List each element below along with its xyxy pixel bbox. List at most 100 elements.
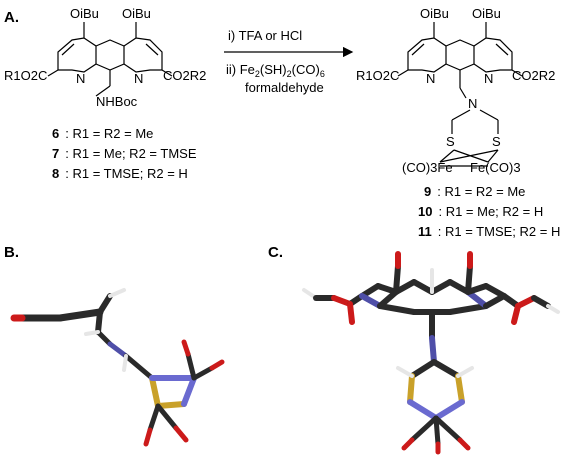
left-ester-right: CO2R2: [163, 68, 206, 83]
b-stick: [155, 403, 179, 431]
c-stick: [431, 359, 461, 379]
reaction-arrow-group: i) TFA or HCl ii) Fe2(SH)2(CO)6 formalde…: [224, 28, 354, 95]
b-stick: [84, 330, 100, 336]
c-stick: [429, 279, 453, 295]
compound-9-number: 9: [424, 184, 431, 199]
compound-6-formula: : R1 = R2 = Me: [65, 126, 153, 141]
c-stick: [409, 359, 437, 379]
b-stick: [95, 309, 103, 335]
left-structure: OiBu OiBu R1O2C CO2R2 N N NHBoc: [4, 6, 206, 109]
c-stick: [447, 279, 471, 295]
reaction-step-ii: ii) Fe2(SH)2(CO)6: [226, 62, 325, 79]
step-ii-sub2: 2: [287, 69, 292, 79]
b-stick: [209, 359, 225, 371]
reaction-step-i: i) TFA or HCl: [228, 28, 302, 43]
step-ii-prefix: ii) Fe: [226, 62, 255, 77]
c-stick: [407, 399, 439, 421]
b-stick: [107, 341, 129, 359]
right-ring-n1: N: [426, 71, 435, 86]
compound-10-formula: : R1 = Me; R2 = H: [438, 204, 543, 219]
compound-7-entry: 7 : R1 = Me; R2 = TMSE: [52, 146, 197, 161]
b-stick: [122, 354, 128, 372]
compound-8-number: 8: [52, 166, 59, 181]
left-amine: NHBoc: [96, 94, 138, 109]
c-stick: [393, 263, 401, 295]
c-stick: [456, 366, 474, 378]
b-stick: [97, 293, 113, 315]
right-substituent-b: OiBu: [472, 6, 501, 21]
right-sulfur-2: S: [492, 134, 501, 149]
compound-9-formula: : R1 = R2 = Me: [437, 184, 525, 199]
b-stick: [147, 403, 161, 433]
compound-11-number: 11: [418, 224, 432, 239]
compound-6-entry: 6 : R1 = R2 = Me: [52, 126, 153, 141]
right-sulfur-1: S: [446, 134, 455, 149]
right-ester-left: R1O2C: [356, 68, 399, 83]
compound-6-number: 6: [52, 126, 59, 141]
step-ii-sub3: 6: [320, 69, 325, 79]
left-sub-b-text: OiBu: [122, 6, 151, 21]
compound-7-number: 7: [52, 146, 59, 161]
b-stick: [185, 351, 197, 381]
left-sub-a-text: OiBu: [70, 6, 99, 21]
panel-c-model: [302, 251, 560, 455]
panel-label-b: B.: [4, 244, 19, 261]
compound-8-entry: 8 : R1 = TMSE; R2 = H: [52, 166, 188, 181]
b-stick: [143, 427, 153, 447]
compound-11-entry: 11 : R1 = TMSE; R2 = H: [418, 224, 560, 239]
c-stick: [455, 373, 465, 405]
c-stick: [407, 373, 415, 405]
compound-list-left: 6 : R1 = R2 = Me 7 : R1 = Me; R2 = TMSE 8:…: [52, 126, 197, 181]
b-stick: [155, 401, 187, 409]
c-stick: [433, 415, 463, 443]
reaction-step-ii-line2: formaldehyde: [245, 80, 324, 95]
left-ester-left: R1O2C: [4, 68, 47, 83]
c-stick: [465, 289, 489, 309]
b-stick: [108, 288, 126, 298]
c-stick: [411, 279, 435, 295]
c-stick: [409, 415, 439, 443]
c-stick: [359, 293, 383, 309]
c-stick: [433, 415, 441, 447]
c-stick: [433, 399, 465, 421]
right-substituent-a: OiBu: [420, 6, 449, 21]
c-stick: [457, 437, 471, 451]
compound-10-number: 10: [418, 204, 432, 219]
right-structure: OiBu OiBu R1O2C CO2R2 N N N S S (CO)3Fe …: [356, 6, 555, 175]
right-ring-n2: N: [484, 71, 493, 86]
left-ring-n2: N: [134, 71, 143, 86]
b-stick: [181, 375, 197, 407]
b-stick: [191, 365, 215, 381]
c-stick: [429, 335, 437, 365]
left-ring-n1: N: [76, 71, 85, 86]
c-stick: [447, 303, 489, 315]
b-stick: [181, 339, 191, 357]
b-stick: [123, 353, 155, 381]
c-stick: [347, 301, 355, 325]
step-ii-suffix: (CO): [292, 62, 320, 77]
compound-7-formula: : R1 = Me; R2 = TMSE: [65, 146, 197, 161]
b-stick: [149, 375, 161, 409]
compound-list-right: 9 : R1 = R2 = Me 10 : R1 = Me; R2 = H 11 : …: [418, 184, 560, 239]
left-substituent-b: OiBu: [122, 6, 151, 21]
c-stick: [377, 303, 417, 315]
right-fe-left: (CO)3Fe: [402, 160, 453, 175]
right-bridge-nitrogen: N: [468, 96, 477, 111]
step-ii-sub1: 2: [255, 69, 260, 79]
right-sub-b-text: OiBu: [472, 6, 501, 21]
panel-b-model: [10, 288, 225, 447]
right-sub-a-text: OiBu: [420, 6, 449, 21]
c-stick: [465, 263, 473, 295]
right-ester-right: CO2R2: [512, 68, 555, 83]
compound-11-formula: : R1 = TMSE; R2 = H: [438, 224, 561, 239]
b-stick: [173, 425, 189, 443]
left-substituent-a: OiBu: [70, 6, 99, 21]
panel-label-a: A.: [4, 9, 19, 26]
b-stick: [95, 329, 113, 347]
compound-9-entry: 9 : R1 = R2 = Me: [424, 184, 525, 199]
c-stick: [483, 293, 507, 309]
c-stick: [396, 366, 414, 378]
c-stick: [531, 295, 551, 309]
compound-8-formula: : R1 = TMSE; R2 = H: [65, 166, 188, 181]
